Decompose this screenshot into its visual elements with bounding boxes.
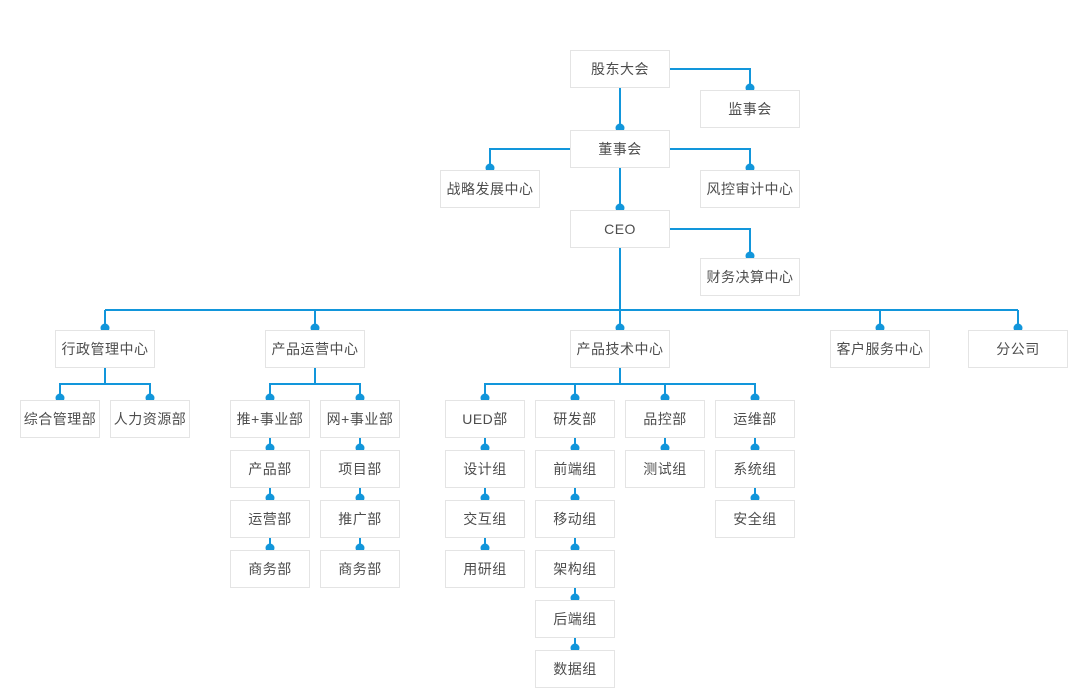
edge-admin-split (59, 368, 151, 400)
org-node-backend-group: 后端组 (535, 600, 615, 638)
org-node-product-tech-center: 产品技术中心 (570, 330, 670, 368)
org-node-risk-audit-center: 风控审计中心 (700, 170, 800, 208)
org-node-shareholders-meeting: 股东大会 (570, 50, 670, 88)
org-node-branch-company: 分公司 (968, 330, 1068, 368)
org-node-business-dept-wang: 商务部 (320, 550, 400, 588)
edge-board-strategy (489, 148, 570, 170)
org-node-board-of-directors: 董事会 (570, 130, 670, 168)
org-node-ceo: CEO (570, 210, 670, 248)
org-node-ops-maint-dept: 运维部 (715, 400, 795, 438)
org-node-promotion-dept: 推广部 (320, 500, 400, 538)
edge-ceo-finance (670, 228, 751, 258)
org-node-test-group: 测试组 (625, 450, 705, 488)
org-node-mobile-group: 移动组 (535, 500, 615, 538)
org-node-tui-business-dept: 推+事业部 (230, 400, 310, 438)
edge-product-ops-split (269, 368, 361, 400)
org-node-interaction-group: 交互组 (445, 500, 525, 538)
org-node-operations-dept: 运营部 (230, 500, 310, 538)
org-node-qc-dept: 品控部 (625, 400, 705, 438)
org-node-wang-business-dept: 网+事业部 (320, 400, 400, 438)
org-node-data-group: 数据组 (535, 650, 615, 688)
org-node-product-dept: 产品部 (230, 450, 310, 488)
org-node-hr-dept: 人力资源部 (110, 400, 190, 438)
org-node-admin-center: 行政管理中心 (55, 330, 155, 368)
org-node-supervisory-board: 监事会 (700, 90, 800, 128)
org-node-business-dept-tui: 商务部 (230, 550, 310, 588)
org-node-general-mgmt-dept: 综合管理部 (20, 400, 100, 438)
org-node-customer-service-center: 客户服务中心 (830, 330, 930, 368)
org-node-frontend-group: 前端组 (535, 450, 615, 488)
edge-product-tech-split (484, 368, 756, 400)
org-node-security-group: 安全组 (715, 500, 795, 538)
edge-shareholders-supervisory (670, 68, 751, 90)
org-node-architecture-group: 架构组 (535, 550, 615, 588)
org-node-design-group: 设计组 (445, 450, 525, 488)
org-node-user-research-group: 用研组 (445, 550, 525, 588)
org-node-finance-center: 财务决算中心 (700, 258, 800, 296)
org-node-ued-dept: UED部 (445, 400, 525, 438)
org-node-product-ops-center: 产品运营中心 (265, 330, 365, 368)
org-node-rd-dept: 研发部 (535, 400, 615, 438)
org-node-project-dept: 项目部 (320, 450, 400, 488)
org-node-system-group: 系统组 (715, 450, 795, 488)
edge-board-risk-audit (670, 148, 751, 170)
org-node-strategy-center: 战略发展中心 (440, 170, 540, 208)
